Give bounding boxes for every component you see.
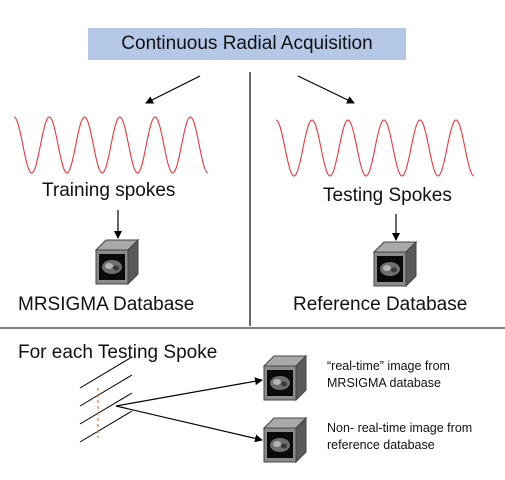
database-cube-icon bbox=[263, 417, 307, 463]
realtime-caption-line2: MRSIGMA database bbox=[327, 376, 441, 390]
realtime-image-caption: “real-time” image from MRSIGMA database bbox=[327, 358, 450, 392]
mrsigma-database-label: MRSIGMA Database bbox=[18, 294, 195, 315]
reference-caption-line1: Non- real-time image from bbox=[327, 421, 473, 435]
arrow-to-testing bbox=[297, 75, 355, 104]
arrow-to-training bbox=[145, 75, 201, 104]
database-cube-icon bbox=[263, 355, 307, 401]
testing-spokes-label: Testing Spokes bbox=[323, 185, 452, 206]
realtime-caption-line1: “real-time” image from bbox=[327, 359, 450, 373]
arrow-to-reference bbox=[115, 405, 263, 443]
spoke-lines-icon bbox=[79, 356, 133, 443]
title-box: Continuous Radial Acquisition bbox=[88, 28, 406, 60]
database-cube-icon bbox=[95, 239, 139, 285]
sine-wave-icon bbox=[275, 119, 475, 177]
arrow-to-realtime bbox=[115, 377, 263, 407]
title-text: Continuous Radial Acquisition bbox=[121, 33, 373, 54]
reference-database-label: Reference Database bbox=[293, 294, 468, 315]
sine-wave-icon bbox=[13, 116, 209, 174]
reference-image-caption: Non- real-time image from reference data… bbox=[327, 420, 472, 454]
training-spokes-label: Training spokes bbox=[42, 180, 176, 201]
bottom-heading: For each Testing Spoke bbox=[18, 342, 218, 363]
reference-caption-line2: reference database bbox=[327, 438, 435, 452]
database-cube-icon bbox=[373, 241, 417, 287]
